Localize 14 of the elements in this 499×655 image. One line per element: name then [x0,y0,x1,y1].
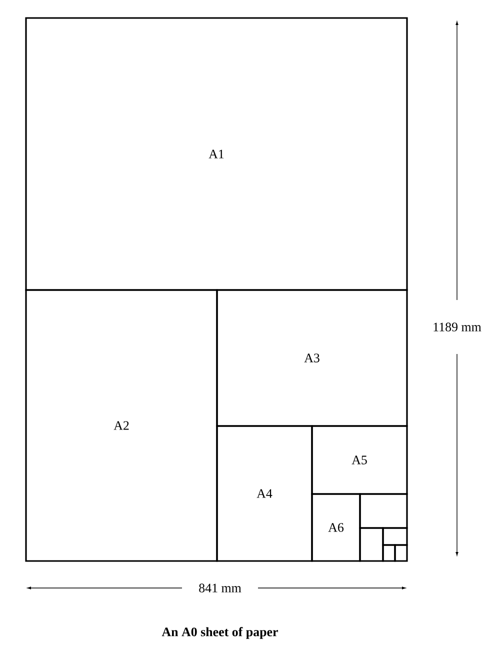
paper-size-box: A6 [311,493,361,562]
paper-size-box: A3 [216,289,408,427]
caption: An A0 sheet of paper [162,627,278,639]
empty-box [382,527,408,546]
empty-box [394,544,408,562]
empty-box [359,527,384,562]
empty-box [359,493,408,529]
paper-size-box: A1 [25,17,408,291]
paper-size-box: A5 [311,425,408,495]
empty-box [382,544,396,562]
dimension-label: 841 mm [198,582,242,594]
dimension-label: 1189 mm [432,322,482,332]
paper-size-box: A4 [216,425,313,562]
paper-size-box: A2 [25,289,218,562]
